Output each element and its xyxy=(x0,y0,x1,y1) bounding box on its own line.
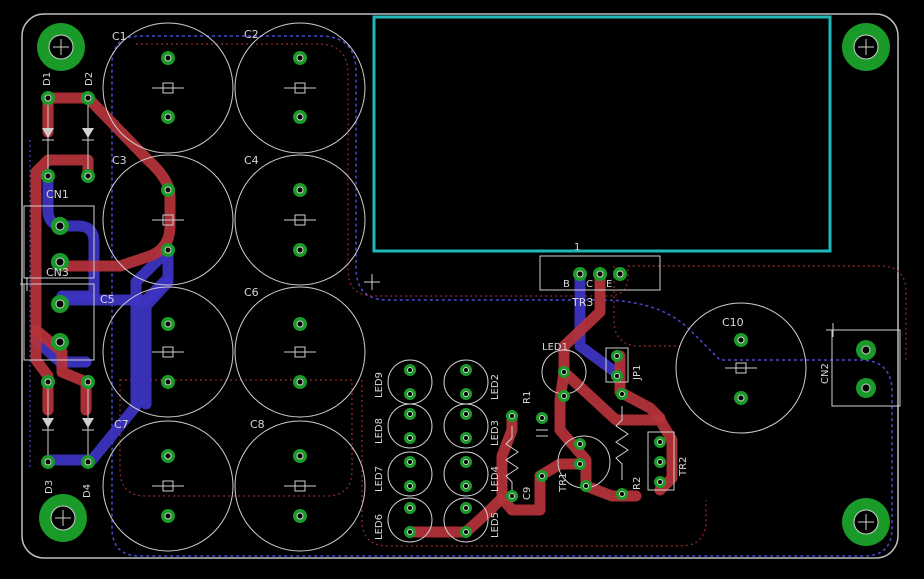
label-c10: C10 xyxy=(722,316,744,329)
polygon-red-led-area xyxy=(361,380,707,547)
diode-d1: D1 xyxy=(41,72,55,183)
label-c1: C1 xyxy=(112,30,127,43)
polygon-red-upper xyxy=(136,43,907,360)
mounting-hole-bottom-left xyxy=(39,494,87,542)
led-1: LED1 xyxy=(541,342,587,402)
tr3-pin-b: B xyxy=(563,279,570,290)
label-d3: D3 xyxy=(44,480,55,494)
module-pin-label: 1 xyxy=(574,242,580,253)
label-led7: LED7 xyxy=(374,466,385,492)
capacitor-c3: C3 xyxy=(102,154,234,286)
label-c7: C7 xyxy=(114,418,129,431)
label-r2: R2 xyxy=(632,477,643,490)
label-tr2: TR2 xyxy=(678,457,689,477)
bottom-copper-traces xyxy=(30,170,624,466)
capacitor-c5: C5 xyxy=(100,286,234,418)
label-c2: C2 xyxy=(244,28,259,41)
capacitor-c10: C10 xyxy=(675,302,807,434)
label-led8: LED8 xyxy=(374,418,385,444)
capacitor-c8: C8 xyxy=(234,418,366,552)
origin-marker xyxy=(364,274,380,290)
resistor-r1: R1 xyxy=(505,391,533,502)
resistor-r2: R2 xyxy=(615,388,643,500)
led-3: LED3 xyxy=(443,403,501,449)
led-9: LED9 xyxy=(374,359,433,405)
label-led5: LED5 xyxy=(490,512,501,538)
tr3-pin-e: E xyxy=(606,279,612,290)
mounting-hole-top-left xyxy=(37,23,85,71)
led-7: LED7 xyxy=(374,451,433,497)
label-led3: LED3 xyxy=(490,420,501,446)
label-led2: LED2 xyxy=(490,374,501,400)
label-c8: C8 xyxy=(250,418,265,431)
label-cn2: CN2 xyxy=(820,363,831,384)
led-8: LED8 xyxy=(374,403,433,449)
transistor-tr1: TR1 xyxy=(557,435,611,493)
polygon-red-right xyxy=(613,266,680,347)
connector-cn3: CN3 xyxy=(20,266,95,361)
capacitor-c1: C1 xyxy=(102,22,234,154)
tr3-pin-c: C xyxy=(586,279,593,290)
capacitor-c7: C7 xyxy=(102,418,234,552)
display-module-outline xyxy=(372,15,832,253)
transistor-tr2: TR2 xyxy=(647,431,689,491)
label-led1: LED1 xyxy=(542,342,568,353)
capacitor-c6: C6 xyxy=(234,286,366,418)
mounting-hole-top-right xyxy=(842,23,890,71)
label-tr3: TR3 xyxy=(571,296,593,309)
connector-cn1: CN1 xyxy=(23,188,95,279)
led-array: LED9 LED8 LED7 LED6 LED2 xyxy=(374,342,587,543)
label-led4: LED4 xyxy=(490,466,501,492)
board-outline xyxy=(21,13,899,559)
label-led6: LED6 xyxy=(374,514,385,540)
capacitor-c4: C4 xyxy=(234,154,366,286)
label-d4: D4 xyxy=(82,484,93,498)
capacitor-c9: C9 xyxy=(522,412,548,500)
mounting-hole-bottom-right xyxy=(842,498,890,546)
led-2: LED2 xyxy=(443,359,501,405)
label-d2: D2 xyxy=(84,72,95,86)
label-d1: D1 xyxy=(42,72,53,86)
led-5: LED5 xyxy=(443,497,501,543)
polygon-blue-main xyxy=(111,35,893,557)
label-r1: R1 xyxy=(522,391,533,404)
diode-d2: D2 xyxy=(81,72,95,183)
capacitor-c2: C2 xyxy=(234,22,366,154)
label-led9: LED9 xyxy=(374,372,385,398)
diode-d3: D3 xyxy=(41,375,55,494)
label-c9: C9 xyxy=(522,487,533,500)
label-cn3: CN3 xyxy=(46,266,69,279)
polygon-red-lower xyxy=(119,379,353,497)
label-c3: C3 xyxy=(112,154,127,167)
jumper-jp1: JP1 xyxy=(605,347,643,383)
connector-cn2: CN2 xyxy=(820,323,901,407)
label-c5: C5 xyxy=(100,293,115,306)
label-c4: C4 xyxy=(244,154,259,167)
diode-d4: D4 xyxy=(81,375,95,498)
label-jp1: JP1 xyxy=(632,365,643,381)
label-c6: C6 xyxy=(244,286,259,299)
led-4: LED4 xyxy=(443,451,501,497)
label-cn1: CN1 xyxy=(46,188,69,201)
led-6: LED6 xyxy=(374,497,433,543)
label-tr1: TR1 xyxy=(558,473,569,493)
transistor-tr3: B C E TR3 xyxy=(539,255,661,309)
